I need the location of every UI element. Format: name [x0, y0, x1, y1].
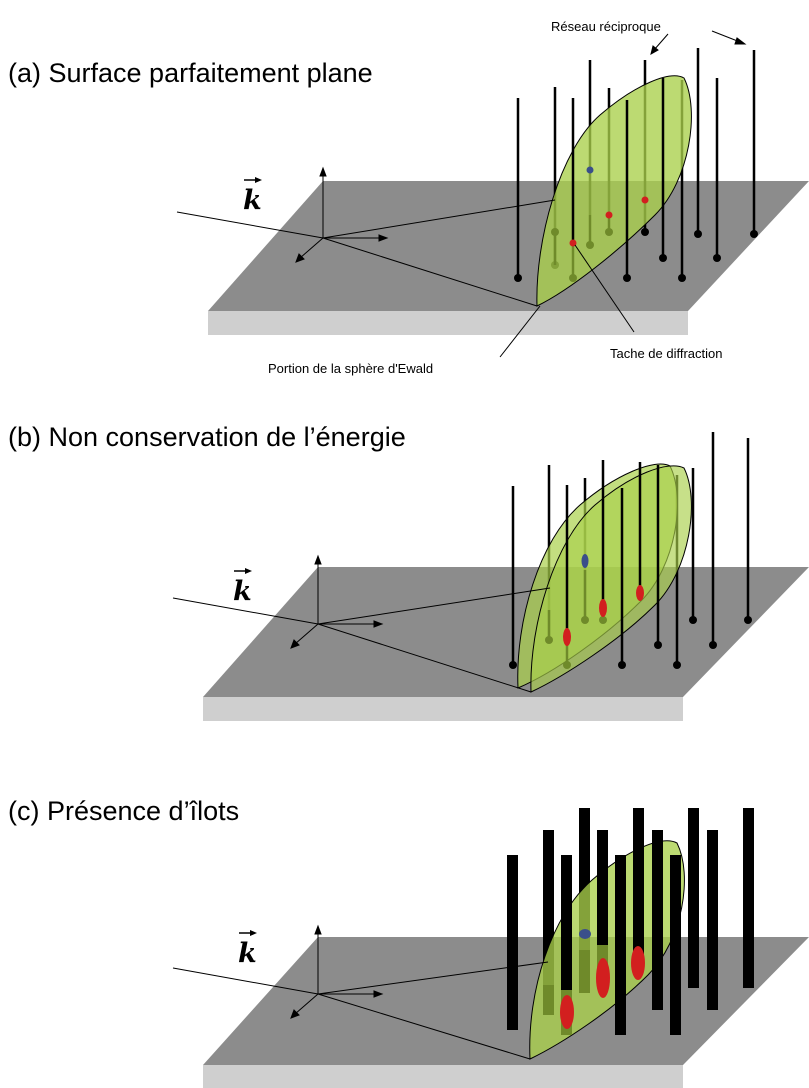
panel-c-title: (c) Présence d’îlots: [8, 796, 239, 826]
panel-a-title: (a) Surface parfaitement plane: [8, 58, 373, 88]
panel-a: (a) Surface parfaitement plane: [8, 19, 809, 376]
panel-a-rod-ends-inside: [551, 228, 613, 282]
panel-b-k-arrowhead: [245, 568, 252, 574]
panel-c-specular-spot: [579, 929, 591, 939]
panel-c-diffraction-spot: [560, 995, 574, 1029]
annotation-ewald-pointer: [499, 305, 541, 358]
panel-a-axes: [295, 166, 389, 263]
panel-c-k-arrowhead: [250, 930, 257, 936]
panel-a-beams: [176, 199, 556, 307]
annotation-ewald-portion: Portion de la sphère d'Ewald: [268, 361, 433, 376]
panel-b-rods-front: [565, 460, 660, 665]
panel-b-specular-spot: [581, 554, 589, 568]
panel-b-ewald-sphere-front: [530, 465, 692, 693]
panel-a-diffraction-spot: [605, 211, 613, 219]
panel-b: (b) Non conservation de l’énergie: [8, 422, 809, 721]
panel-c-beams: [172, 961, 549, 1060]
panel-b-k-label: k: [233, 576, 252, 607]
panel-a-diffraction-spot: [569, 239, 577, 247]
panel-b-diffraction-spot: [599, 599, 607, 617]
panel-c-axes: [290, 924, 384, 1019]
panel-c-k-label: k: [238, 938, 257, 969]
panel-a-k-label: k: [243, 185, 262, 216]
panel-c-diffraction-spot: [596, 958, 610, 998]
panel-b-title: (b) Non conservation de l’énergie: [8, 422, 406, 452]
annotation-reciprocal-lattice: Réseau réciproque: [551, 19, 661, 34]
annotation-reciprocal-lattice-arrows: [650, 30, 747, 56]
annotation-diffraction-spot: Tache de diffraction: [610, 346, 723, 361]
panel-b-plate-side: [203, 697, 683, 721]
panel-a-specular-spot: [586, 166, 594, 174]
panel-a-rods-front: [571, 78, 665, 278]
annotation-diffraction-pointer: [574, 244, 635, 333]
panel-b-rod-ends-inside: [545, 616, 607, 669]
panel-a-plate-top: [208, 181, 809, 311]
panel-c: (c) Présence d’îlots: [8, 796, 809, 1088]
panel-b-plate-top: [203, 567, 809, 697]
panel-a-plate-side: [208, 311, 688, 335]
panel-b-diffraction-spot: [636, 585, 644, 601]
panel-c-diffraction-spot: [631, 946, 645, 980]
panel-b-diffraction-spot: [563, 628, 571, 646]
panel-c-plate-side: [203, 1065, 683, 1088]
panel-a-k-arrowhead: [255, 177, 262, 183]
panel-b-axes: [290, 554, 384, 649]
panel-b-beams: [172, 587, 551, 693]
panel-c-plate-top: [203, 937, 809, 1065]
panel-c-rods-front: [561, 808, 681, 1035]
panel-a-ewald-sphere: [536, 75, 692, 307]
panel-a-diffraction-spot: [641, 196, 649, 204]
